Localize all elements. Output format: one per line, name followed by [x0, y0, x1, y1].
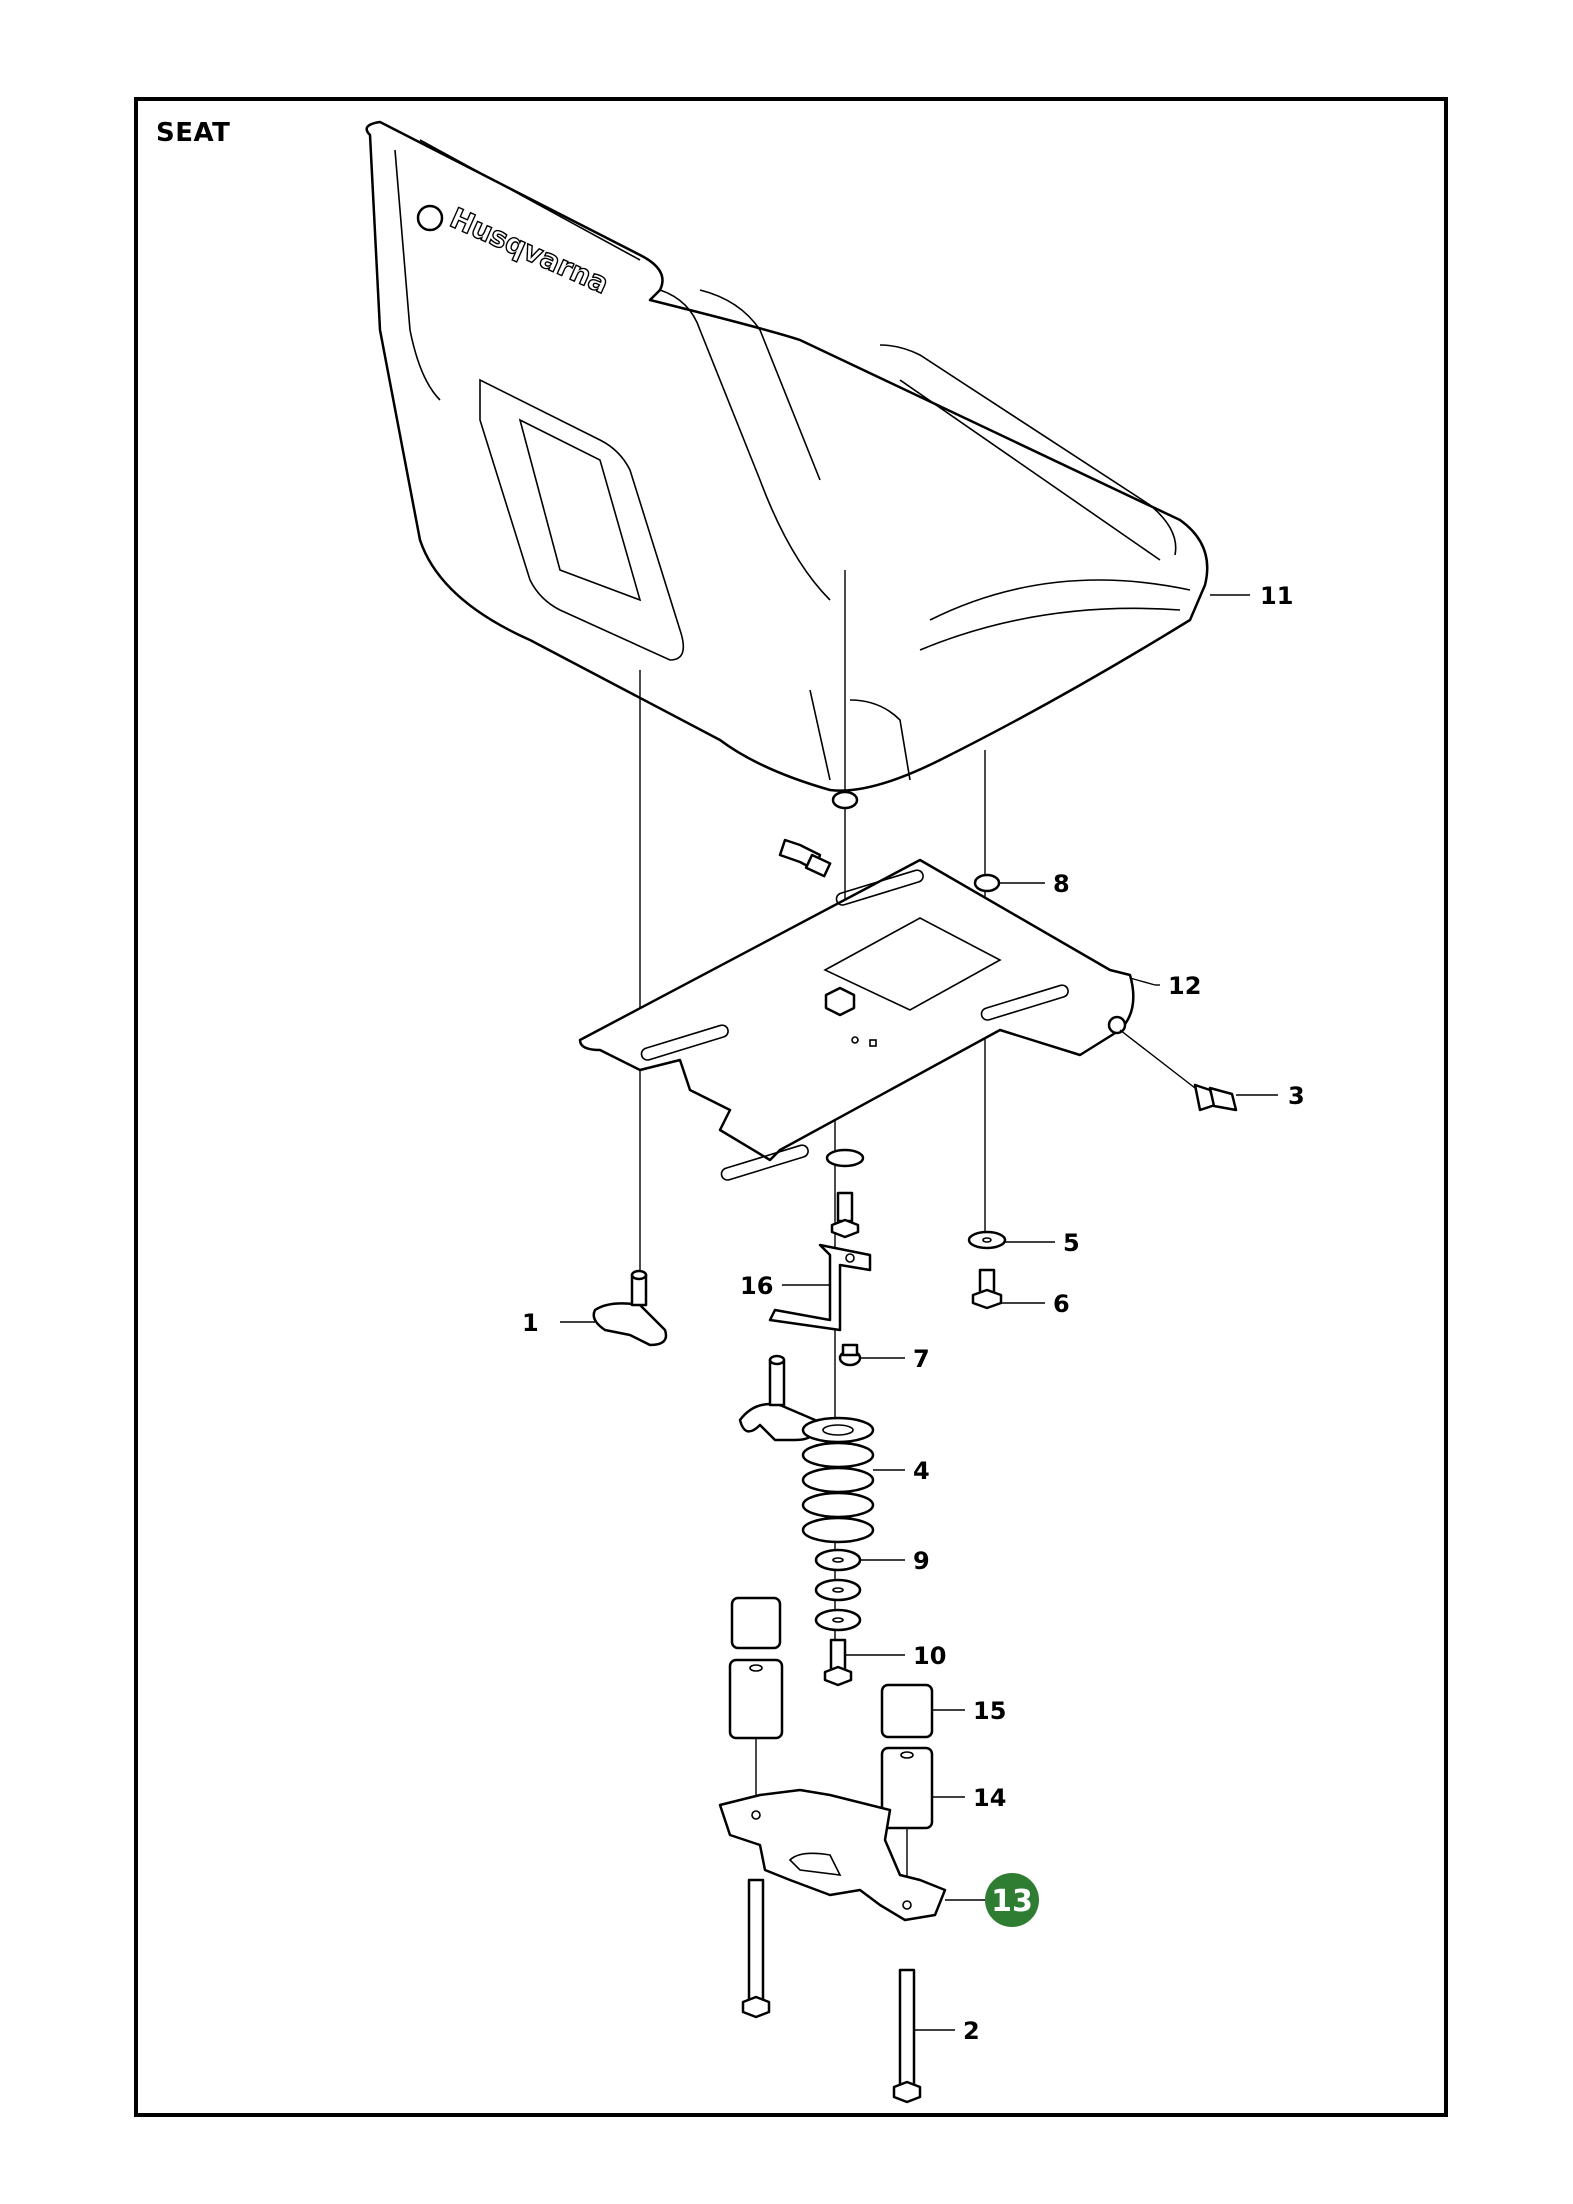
callout-5: 5: [1063, 1229, 1080, 1257]
knob: [738, 1354, 818, 1442]
callout-1: 1: [522, 1309, 539, 1337]
diagram-frame: [134, 97, 1448, 2117]
brand-crown-icon: [416, 204, 444, 232]
callout-15: 15: [973, 1697, 1006, 1725]
washer-part-9: [814, 1548, 862, 1632]
lower-bracket-part-13: [718, 1788, 947, 1922]
diagram-title: SEAT: [156, 118, 231, 148]
shoulder-bolt: [778, 838, 832, 878]
washer-under-plate: [825, 1148, 865, 1239]
washer-part-5: [967, 1230, 1007, 1250]
callout-2: 2: [963, 2017, 980, 2045]
callout-4: 4: [913, 1457, 930, 1485]
callout-13: 13: [991, 1884, 1033, 1919]
bracket-part-16: [768, 1243, 872, 1332]
callout-13-highlight[interactable]: 13: [985, 1873, 1039, 1927]
bumper-cap-part-15: [880, 1683, 934, 1739]
callout-10: 10: [913, 1642, 946, 1670]
bolt: [741, 1878, 771, 2019]
highlight-badge: [985, 1873, 1039, 1927]
callout-7: 7: [913, 1345, 930, 1373]
nut-part-7: [838, 1343, 862, 1367]
spring-part-4: [801, 1416, 875, 1544]
bolt-part-10: [823, 1638, 853, 1687]
bolt-part-6: [971, 1268, 1003, 1310]
bushing: [728, 1658, 784, 1740]
callout-14: 14: [973, 1784, 1006, 1812]
knob-part-1: [592, 1269, 668, 1347]
flange-nut-part-8: [824, 790, 1001, 1017]
bolt-part-2: [892, 1968, 922, 2104]
callout-6: 6: [1053, 1290, 1070, 1318]
seat-plate: [578, 858, 1135, 1181]
callout-16: 16: [740, 1272, 773, 1300]
callout-3: 3: [1288, 1082, 1305, 1110]
callout-12: 12: [1168, 972, 1201, 1000]
seat-cushion: [365, 120, 1209, 792]
callout-8: 8: [1053, 870, 1070, 898]
callout-11: 11: [1260, 582, 1293, 610]
bumper-cap: [730, 1596, 782, 1650]
bolt-part-3: [1119, 1029, 1238, 1112]
callout-9: 9: [913, 1547, 930, 1575]
leader-lines: [560, 594, 1278, 2031]
